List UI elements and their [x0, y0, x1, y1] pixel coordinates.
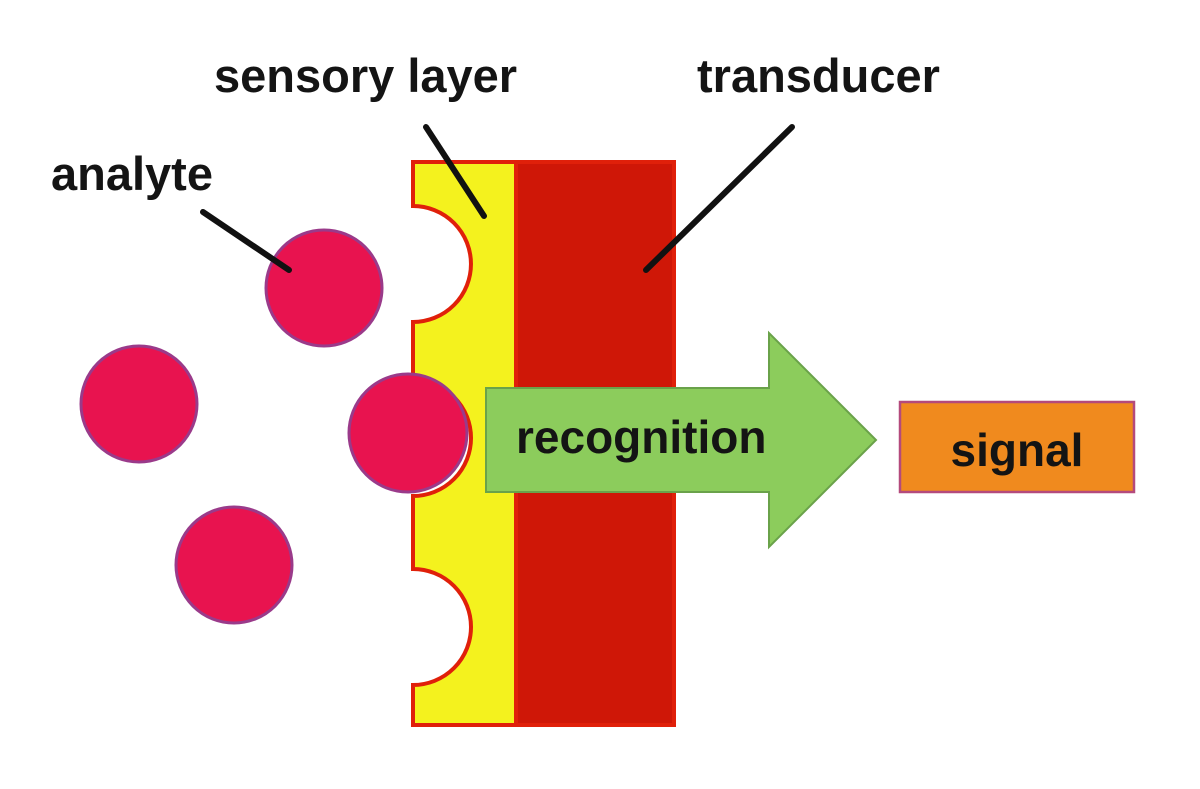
- analyte-particle: [174, 505, 294, 625]
- sensory-layer: [411, 160, 518, 727]
- sensory-layer-leader-line: [423, 124, 487, 219]
- recognition-arrow: [485, 330, 878, 550]
- analyte-particle: [264, 228, 384, 348]
- transducer-label: transducer: [697, 49, 940, 102]
- transducer-leader-line: [643, 124, 795, 273]
- analyte-leader-line: [200, 209, 292, 273]
- signal-label: signal: [951, 424, 1084, 476]
- signal-box: [898, 400, 1136, 494]
- recognition-label: recognition: [516, 411, 766, 463]
- analyte-label: analyte: [51, 147, 213, 200]
- analyte-particle-bound: [347, 372, 469, 494]
- sensory-layer-label: sensory layer: [214, 49, 517, 102]
- analyte-particle: [79, 344, 199, 464]
